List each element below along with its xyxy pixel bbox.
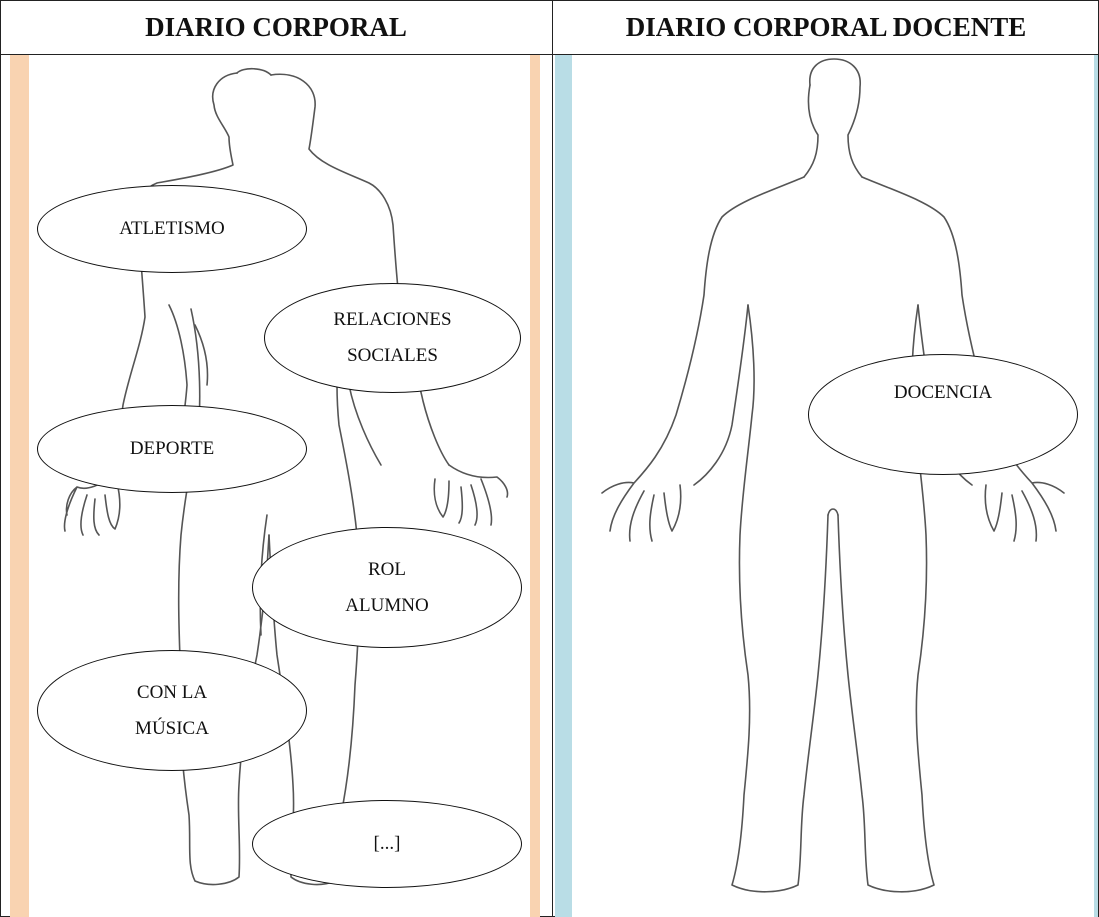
right-column-title: DIARIO CORPORAL DOCENTE [553, 0, 1099, 54]
ellipse-text-line: ALUMNO [345, 588, 428, 624]
label-ellipse-atletismo: ATLETISMO [37, 185, 307, 273]
label-ellipse-docencia: DOCENCIA [808, 354, 1078, 475]
ellipse-text-line: ROL [368, 552, 406, 588]
ellipse-text-line: RELACIONES [333, 302, 451, 338]
label-ellipse-relaciones-sociales: RELACIONES SOCIALES [264, 283, 521, 393]
left-column-title: DIARIO CORPORAL [0, 0, 552, 54]
label-ellipse-ellipsis: [...] [252, 800, 522, 888]
label-ellipse-deporte: DEPORTE [37, 405, 307, 493]
label-ellipse-con-la-musica: CON LA MÚSICA [37, 650, 307, 771]
label-ellipse-rol-alumno: ROL ALUMNO [252, 527, 522, 648]
ellipse-text-line: MÚSICA [135, 711, 209, 747]
ellipse-text-line: DEPORTE [130, 431, 214, 467]
ellipse-text-line: DOCENCIA [894, 375, 992, 411]
ellipse-text-line: ATLETISMO [119, 211, 225, 247]
ellipse-text-line: CON LA [137, 675, 207, 711]
body-outline-front-view [572, 55, 1094, 917]
ellipse-text-line: SOCIALES [347, 338, 438, 374]
column-divider [552, 0, 553, 917]
ellipse-text-line: [...] [374, 826, 401, 862]
